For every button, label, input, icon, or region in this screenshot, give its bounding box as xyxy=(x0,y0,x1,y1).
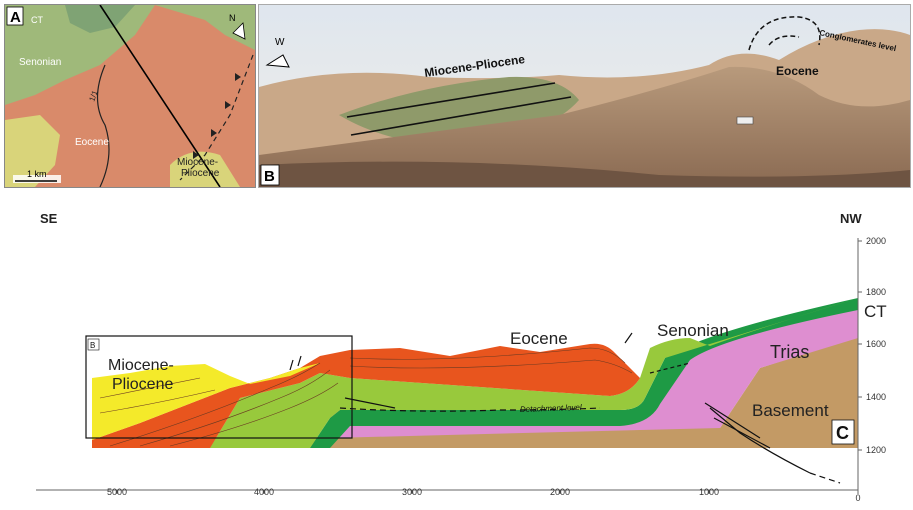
x-tick-label: 3000 xyxy=(402,487,422,497)
fault-line xyxy=(96,64,110,187)
eocene-section-label: Eocene xyxy=(510,329,568,348)
basement-section-label: Basement xyxy=(752,401,829,420)
panel-letter-c: C xyxy=(836,423,849,443)
senonian-label: Senonian xyxy=(19,57,61,68)
senonian-unit xyxy=(210,298,858,448)
box-label-bg xyxy=(87,338,100,351)
miocene-pliocene-unit xyxy=(92,363,320,440)
orientation-label: W xyxy=(275,37,285,48)
miocene-pliocene-label: Miocene-Pliocene xyxy=(177,157,220,179)
y-tick-label: 1400 xyxy=(866,392,886,402)
x-tick-label: 2000 xyxy=(550,487,570,497)
detachment-arrow xyxy=(344,397,396,409)
field-photo: W Miocene-Pliocene Eocene Conglomerates … xyxy=(259,5,910,187)
section-trace-line xyxy=(99,5,221,187)
bedding-line-lower xyxy=(350,96,572,136)
bedding-line-upper xyxy=(346,82,556,118)
fault-tick-small xyxy=(289,359,294,371)
senonian-area-ne xyxy=(155,5,255,50)
x-tick-label: 5000 xyxy=(107,487,127,497)
foreground-slope xyxy=(259,66,910,187)
trias-section-label: Trias xyxy=(770,342,809,362)
miocene-pliocene-section-label: Miocene-Pliocene xyxy=(108,357,174,393)
eocene-label: Eocene xyxy=(75,137,109,148)
x-axis-ticks: 5000 4000 3000 2000 1000 0 xyxy=(107,487,861,503)
vehicle xyxy=(736,116,754,125)
north-arrow-icon xyxy=(232,22,246,40)
eocene-unit xyxy=(92,343,640,448)
box-label: B xyxy=(90,341,95,350)
cross-section: B Miocene-Pliocene Eocene Senonian CT Tr… xyxy=(36,211,887,503)
ct-label: CT xyxy=(31,15,43,25)
detachment-label: Detachment level xyxy=(520,403,582,414)
panel-c-box xyxy=(831,419,855,445)
se-direction-label: SE xyxy=(40,211,58,226)
trias-unit xyxy=(330,308,858,438)
detachment-line xyxy=(339,407,601,412)
scale-bar-bg xyxy=(13,175,61,183)
nw-direction-label: NW xyxy=(840,211,862,226)
y-tick-label: 1800 xyxy=(866,287,886,297)
senonian-area xyxy=(5,5,155,105)
field-photo-panel: W Miocene-Pliocene Eocene Conglomerates … xyxy=(258,4,911,188)
ct-area xyxy=(65,5,135,33)
senonian-section-label: Senonian xyxy=(657,321,729,340)
ct-section-label: CT xyxy=(864,302,887,321)
panel-a-box xyxy=(6,6,24,26)
y-tick-label: 1600 xyxy=(866,339,886,349)
north-label: N xyxy=(229,13,236,23)
conglomerate-fold-trace xyxy=(748,16,821,51)
thrust-front xyxy=(179,54,254,181)
bedding-lines xyxy=(99,347,633,447)
orientation-arrow-icon xyxy=(265,54,290,68)
geological-map-panel: N A CT Senonian Eocene Miocene-Pliocene … xyxy=(4,4,256,188)
panel-letter-b: B xyxy=(264,168,275,185)
foreground-rocks xyxy=(259,161,910,187)
cross-section-panel: B Miocene-Pliocene Eocene Senonian CT Tr… xyxy=(0,198,913,505)
fault-tick xyxy=(624,332,633,344)
y-tick-label: 2000 xyxy=(866,236,886,246)
fault-label: 1/1 xyxy=(87,89,99,103)
x-tick-label: 4000 xyxy=(254,487,274,497)
fault-arrows-icon xyxy=(704,402,771,449)
y-tick-label: 1200 xyxy=(866,445,886,455)
x-tick-label: 1000 xyxy=(699,487,719,497)
fault-tick-small-2 xyxy=(297,355,302,367)
basement-fault xyxy=(709,407,811,474)
panel-letter-a: A xyxy=(10,9,21,26)
ct-unit xyxy=(310,298,858,448)
x-tick-label: 0 xyxy=(855,493,860,503)
miocene-area-sw xyxy=(5,115,60,187)
panel-b-box xyxy=(260,164,280,186)
miocene-pliocene-area xyxy=(170,151,240,187)
y-axis-ticks: 2000 1800 1600 1400 1200 xyxy=(858,236,886,455)
eocene-photo-label: Eocene xyxy=(776,64,819,78)
photo-extent-box xyxy=(85,335,353,439)
geological-map: N A CT Senonian Eocene Miocene-Pliocene … xyxy=(5,5,255,187)
basement-fault-dashed xyxy=(809,472,841,484)
scale-label: 1 km xyxy=(27,169,47,179)
